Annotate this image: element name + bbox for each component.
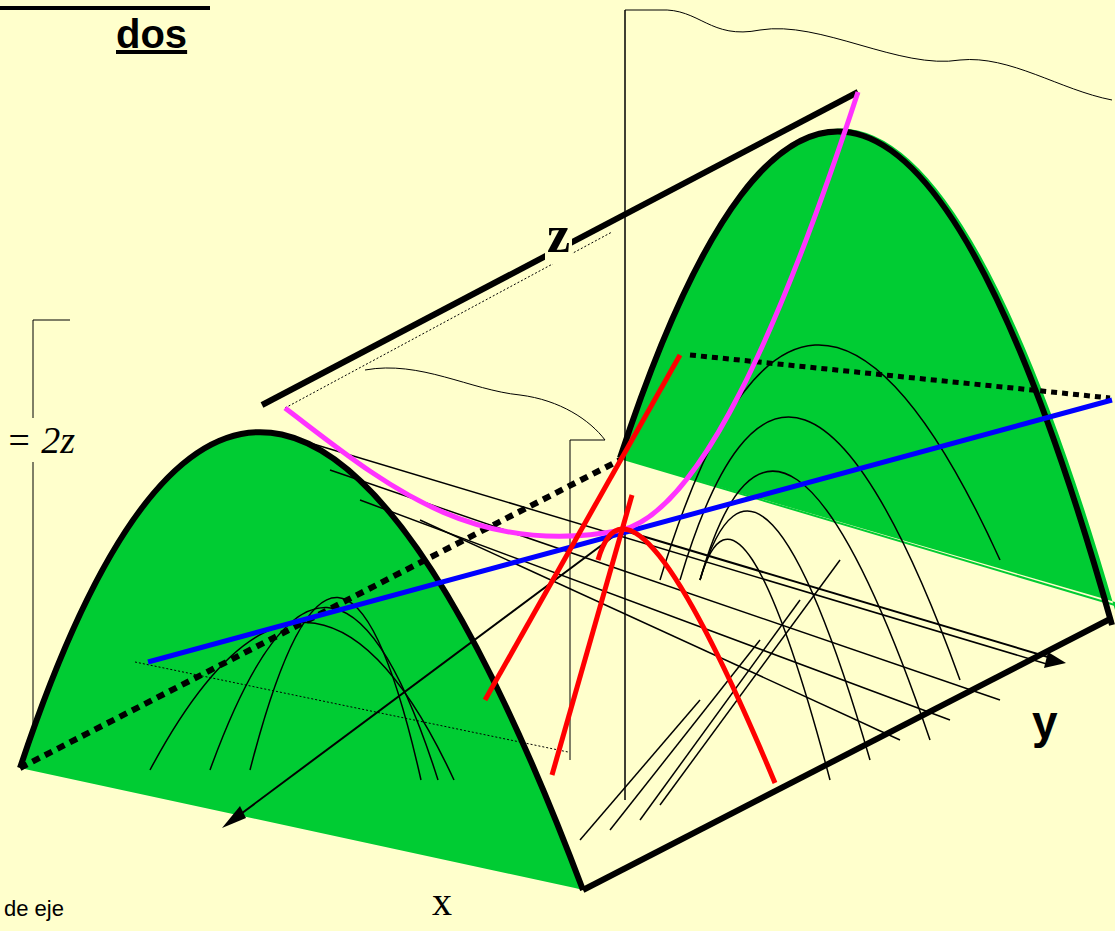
surface-stroke	[680, 417, 960, 680]
slide-title: dos	[114, 12, 189, 57]
surface-stroke	[625, 10, 1112, 100]
axis-label: x	[430, 878, 454, 925]
axis-label: z	[545, 205, 572, 264]
surface-stroke	[230, 530, 622, 822]
surface-stroke	[485, 355, 680, 700]
surface-stroke	[285, 92, 858, 536]
surface-stroke	[1044, 652, 1066, 668]
surface-stroke	[300, 440, 1050, 665]
surface-stroke	[222, 806, 246, 828]
axis-label: y	[1030, 695, 1060, 749]
surface-stroke	[610, 640, 760, 830]
surface-stroke	[0, 6, 210, 10]
surface-stroke	[598, 529, 775, 783]
surface-stroke	[640, 600, 800, 820]
surface-stroke	[20, 432, 583, 890]
surface-stroke	[365, 368, 605, 440]
surface-stroke	[262, 92, 858, 405]
equation-fragment: = 2z	[4, 418, 77, 462]
surface-stroke	[552, 495, 632, 775]
surface-stroke	[624, 10, 626, 800]
text-fragment: de eje	[2, 896, 66, 922]
surface-stroke	[20, 432, 583, 890]
surface-stroke	[583, 618, 1112, 890]
surface-stroke	[150, 345, 1000, 780]
